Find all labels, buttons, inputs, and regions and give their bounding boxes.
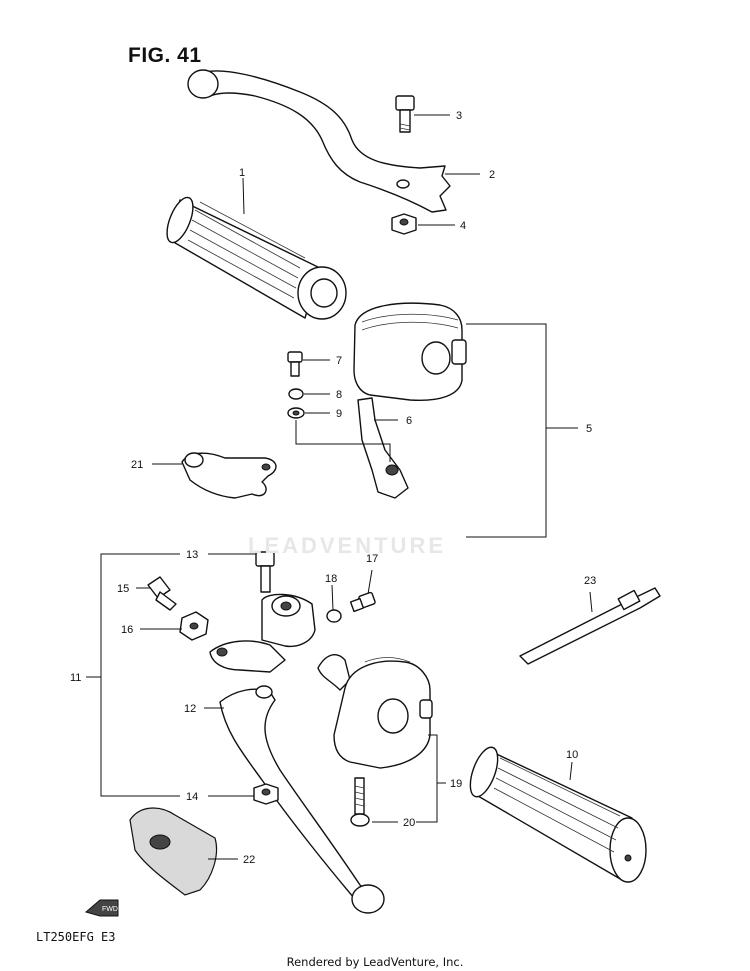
choke-lever-6 <box>357 397 409 499</box>
callout-12: 12 <box>184 703 196 715</box>
nut-14 <box>253 783 279 805</box>
fwd-arrow-icon: FWD <box>84 899 119 917</box>
bolt-13 <box>255 551 275 593</box>
callout-11: 11 <box>70 672 81 684</box>
callout-15: 15 <box>117 583 129 595</box>
callout-3: 3 <box>456 110 462 122</box>
callout-5: 5 <box>586 423 592 435</box>
cable-tie-23 <box>519 587 661 665</box>
grip-1 <box>166 196 347 320</box>
bolt-3 <box>395 95 415 133</box>
bracket-21 <box>181 452 277 499</box>
screw-17 <box>349 591 376 613</box>
leader-lines <box>86 114 593 860</box>
callout-14: 14 <box>186 791 198 803</box>
watermark: LEADVENTURE <box>248 533 447 558</box>
callout-16: 16 <box>121 624 133 636</box>
callout-9: 9 <box>336 408 342 420</box>
lever-cover-22 <box>129 807 218 896</box>
lever-holder <box>209 593 316 673</box>
callout-2: 2 <box>489 169 495 181</box>
callout-17: 17 <box>366 553 378 565</box>
footer-credit: Rendered by LeadVenture, Inc. <box>286 955 464 969</box>
callout-21: 21 <box>131 459 143 471</box>
screw-20 <box>350 777 370 827</box>
washer-8 <box>288 388 304 400</box>
model-code: LT250EFG E3 <box>36 930 116 944</box>
nut-16 <box>179 611 209 641</box>
callout-23: 23 <box>584 575 596 587</box>
nut-4 <box>391 213 417 235</box>
callout-1: 1 <box>239 167 245 179</box>
callout-7: 7 <box>336 355 342 367</box>
upper-lever <box>187 69 451 213</box>
callout-19: 19 <box>450 778 462 790</box>
callout-13: 13 <box>186 549 198 561</box>
callout-22: 22 <box>243 854 255 866</box>
switch-housing-5 <box>353 302 467 402</box>
switch-housing-19 <box>317 654 433 769</box>
callout-4: 4 <box>460 220 466 232</box>
figure-title: FIG. 41 <box>128 44 202 67</box>
bolt-15 <box>147 576 177 611</box>
callout-numbers: 1 2 3 4 5 6 7 8 9 10 11 12 13 14 15 16 1… <box>70 110 596 866</box>
washer-18 <box>326 609 342 623</box>
callout-20: 20 <box>403 817 415 829</box>
callout-10: 10 <box>566 749 578 761</box>
brake-lever-12 <box>219 685 385 914</box>
fwd-label: FWD <box>102 906 118 913</box>
grip-10 <box>469 746 647 883</box>
callout-8: 8 <box>336 389 342 401</box>
screw-7 <box>287 351 303 377</box>
callout-6: 6 <box>406 415 412 427</box>
callout-18: 18 <box>325 573 337 585</box>
